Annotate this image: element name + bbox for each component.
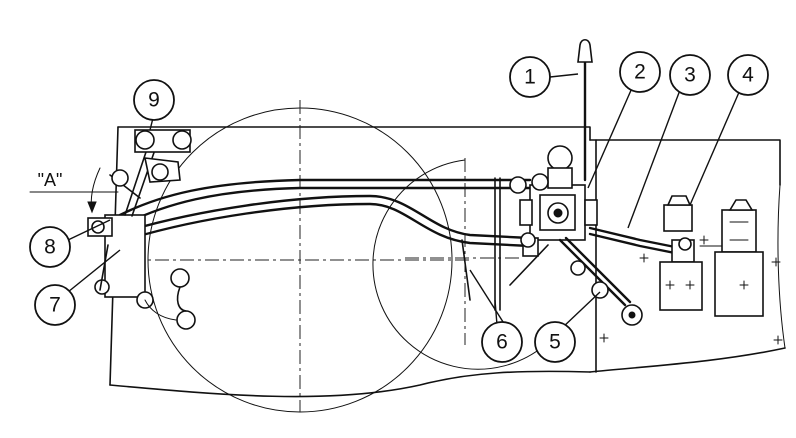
callout-5-label: 5 xyxy=(549,331,561,354)
callout-4: 4 xyxy=(727,54,769,96)
callout-6: 6 xyxy=(481,321,523,363)
callout-3: 3 xyxy=(669,54,711,96)
callout-7-label: 7 xyxy=(49,294,61,317)
left-mechanism xyxy=(29,129,196,330)
large-wheel-circle xyxy=(130,100,470,413)
callout-3-label: 3 xyxy=(684,64,696,87)
callout-2-label: 2 xyxy=(634,61,646,84)
callout-6-label: 6 xyxy=(496,331,508,354)
callout-7: 7 xyxy=(34,284,76,326)
callout-2: 2 xyxy=(619,51,661,93)
callout-8: 8 xyxy=(29,226,71,268)
dimension-a-label: "A" xyxy=(38,170,63,190)
callout-8-label: 8 xyxy=(44,236,56,259)
callout-4-label: 4 xyxy=(742,64,754,87)
detail-marks xyxy=(599,235,783,345)
callout-1: 1 xyxy=(509,56,551,98)
callout-9-label: 9 xyxy=(148,89,160,112)
control-rods xyxy=(118,177,532,311)
callout-5: 5 xyxy=(534,321,576,363)
center-valve-assembly xyxy=(509,145,598,257)
right-linkage xyxy=(588,195,764,317)
callout-1-label: 1 xyxy=(524,66,536,89)
lower-right-linkage xyxy=(509,236,643,326)
callout-9: 9 xyxy=(133,79,175,121)
callout-leaders xyxy=(67,73,741,329)
gear-lever xyxy=(577,38,593,182)
